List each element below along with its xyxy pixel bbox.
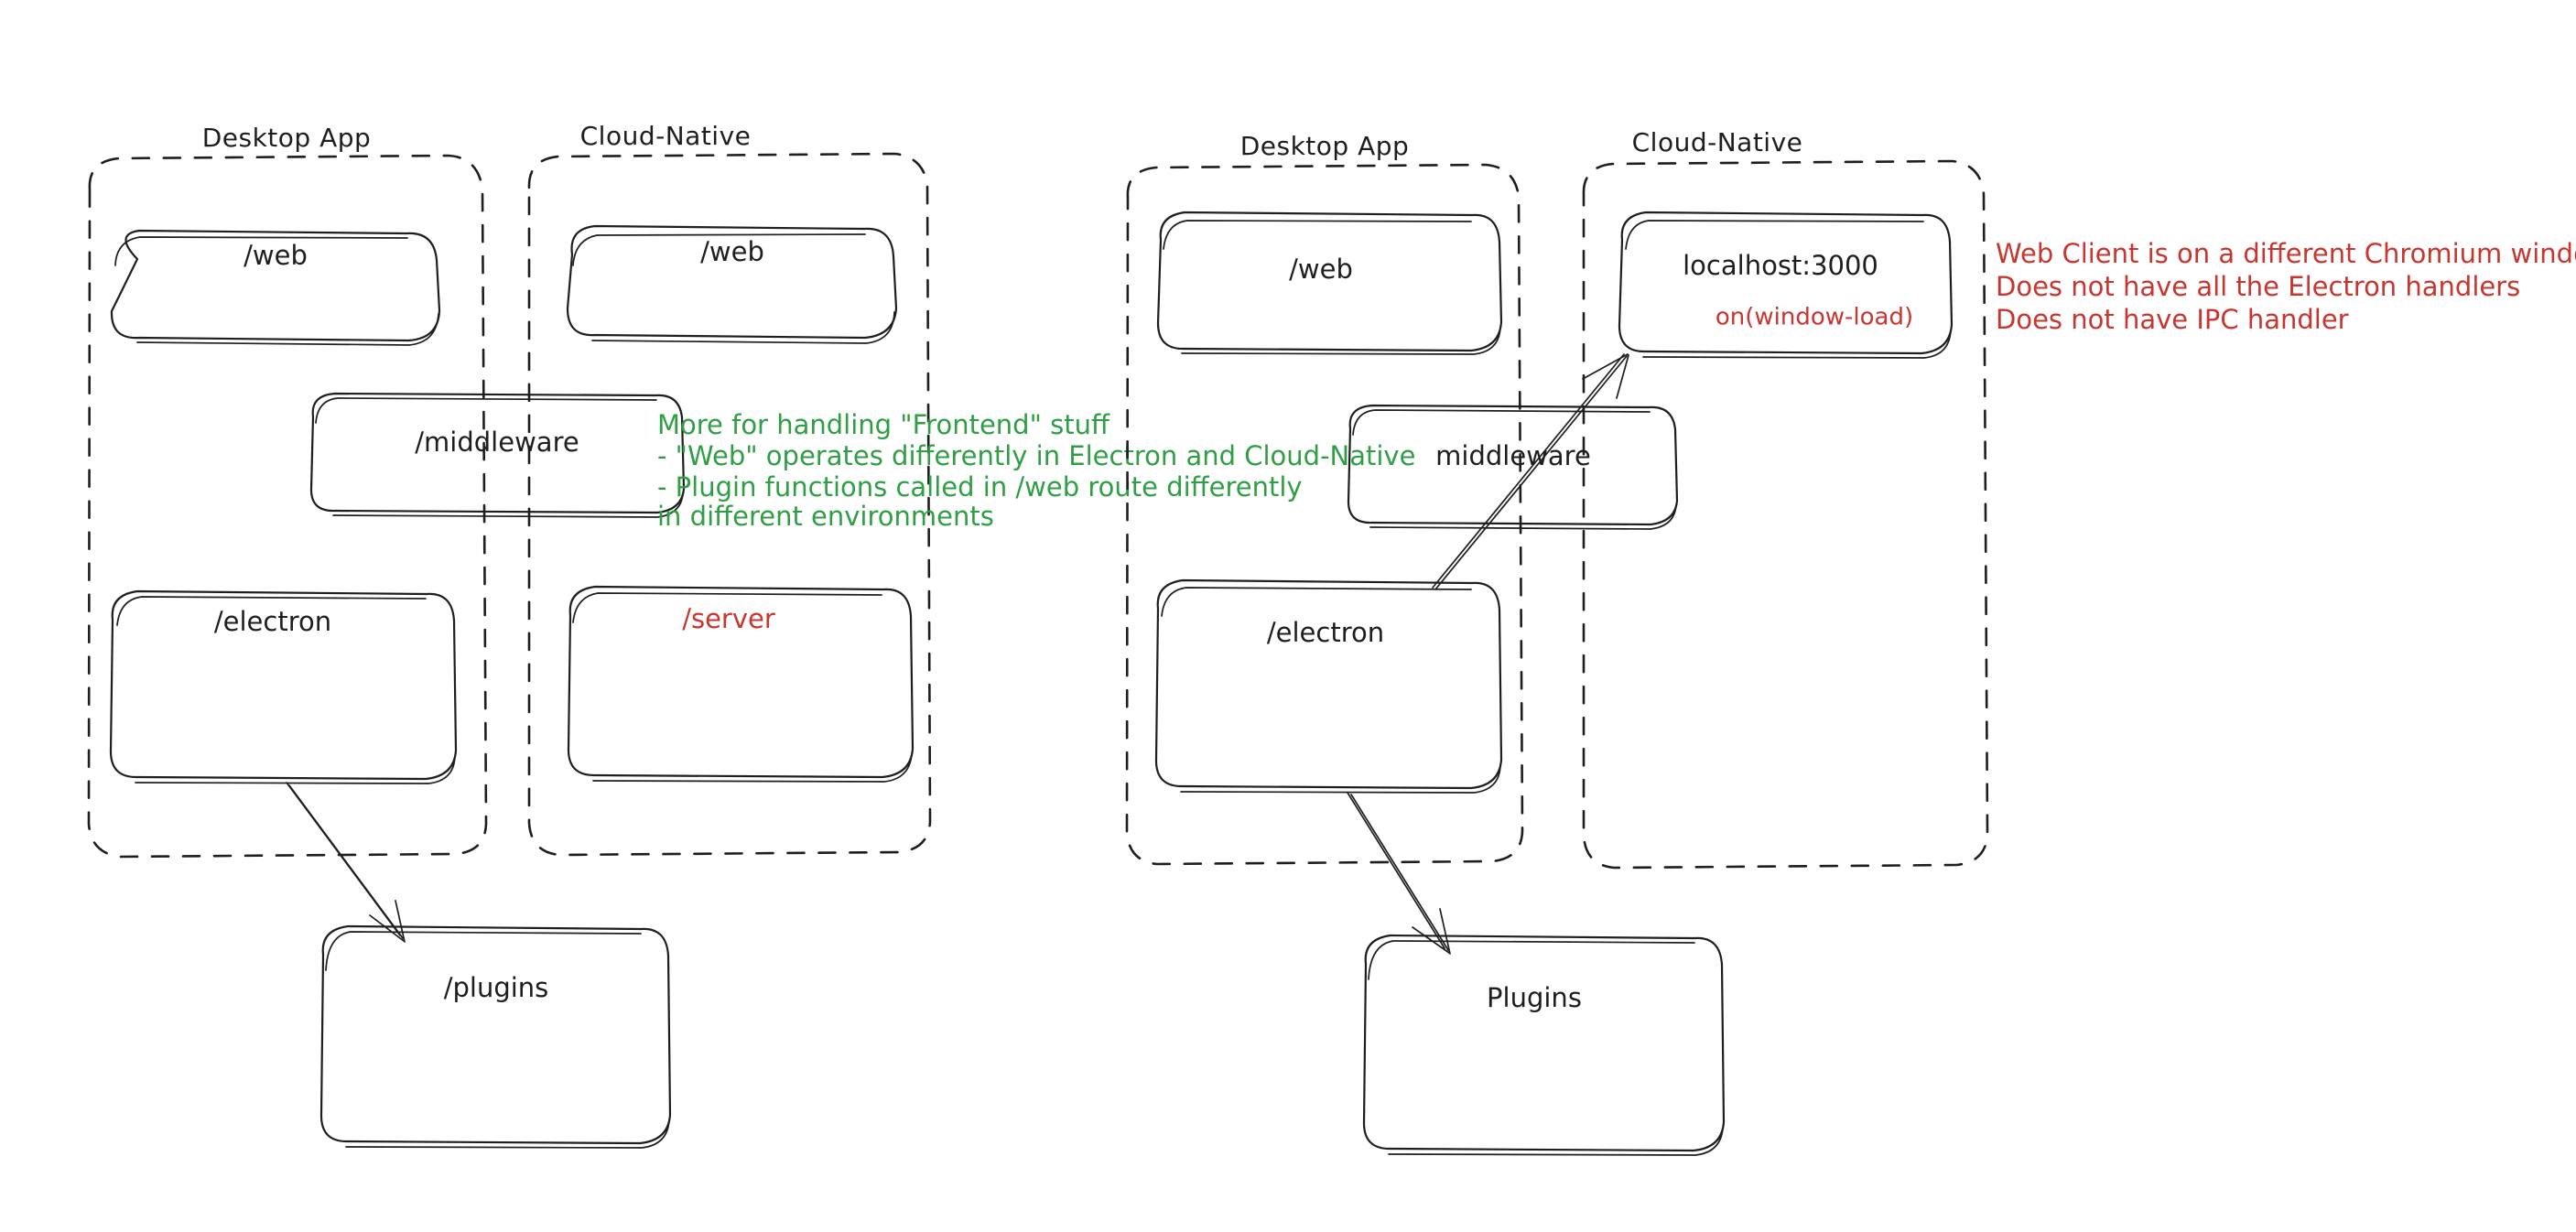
group-label-cloud-native-left: Cloud-Native: [580, 121, 752, 151]
node-left-middleware[interactable]: /middleware: [309, 392, 686, 518]
node-right-electron[interactable]: /electron: [1154, 578, 1503, 794]
node-right-middleware[interactable]: middleware: [1347, 404, 1679, 530]
node-label-right-localhost: localhost:3000: [1683, 250, 1878, 281]
green-note-line-1: More for handling "Frontend" stuff: [657, 409, 1110, 440]
annotation-red-note: Web Client is on a different Chromium wi…: [1996, 238, 2576, 335]
group-right-desktop-app[interactable]: Desktop App: [1125, 131, 1524, 866]
group-label-desktop-app-right: Desktop App: [1240, 131, 1410, 161]
node-label-left-server: /server: [682, 603, 775, 634]
node-left-plugins[interactable]: /plugins: [319, 924, 672, 1149]
node-label-left-middleware: /middleware: [415, 427, 579, 458]
node-left-server[interactable]: /server: [567, 585, 915, 783]
group-right-cloud-native[interactable]: Cloud-Native: [1582, 127, 1989, 870]
node-label-left-electron: /electron: [214, 606, 331, 637]
node-right-web-desktop[interactable]: /web: [1156, 211, 1503, 355]
green-note-line-3: - Plugin functions called in /web route …: [657, 471, 1303, 503]
arrow-right-electron-to-localhost[interactable]: [1432, 353, 1629, 590]
node-left-web-cloud[interactable]: /web: [566, 224, 898, 344]
node-label-right-electron: /electron: [1267, 617, 1384, 648]
node-label-right-web-desktop: /web: [1289, 254, 1353, 285]
group-left-desktop-app[interactable]: Desktop App: [87, 123, 488, 859]
node-label-left-web-cloud: /web: [700, 236, 764, 267]
node-label-left-plugins: /plugins: [444, 972, 549, 1003]
node-left-web-desktop[interactable]: /web: [110, 229, 441, 346]
node-right-plugins[interactable]: Plugins: [1362, 934, 1726, 1156]
group-left-cloud-native[interactable]: Cloud-Native: [527, 121, 932, 857]
arrow-left-electron-to-plugins[interactable]: [286, 782, 406, 943]
red-note-line-1: Web Client is on a different Chromium wi…: [1996, 238, 2576, 269]
arrow-right-electron-to-plugins[interactable]: [1347, 792, 1451, 955]
group-label-desktop-app-left: Desktop App: [202, 123, 372, 153]
node-right-localhost[interactable]: localhost:3000 on(window-load): [1618, 211, 1954, 359]
node-label-right-plugins: Plugins: [1487, 982, 1582, 1013]
node-left-electron[interactable]: /electron: [109, 589, 458, 784]
node-label-right-middleware: middleware: [1435, 440, 1591, 471]
annotation-green-note: More for handling "Frontend" stuff - "We…: [657, 409, 1415, 532]
green-note-line-4: in different environments: [657, 501, 994, 532]
node-label-left-web-desktop: /web: [244, 240, 308, 271]
node-sublabel-right-localhost-on-window-load: on(window-load): [1716, 304, 1913, 331]
group-label-cloud-native-right: Cloud-Native: [1632, 127, 1803, 157]
red-note-line-2: Does not have all the Electron handlers: [1996, 271, 2520, 302]
green-note-line-2: - "Web" operates differently in Electron…: [657, 440, 1415, 471]
red-note-line-3: Does not have IPC handler: [1996, 304, 2349, 335]
